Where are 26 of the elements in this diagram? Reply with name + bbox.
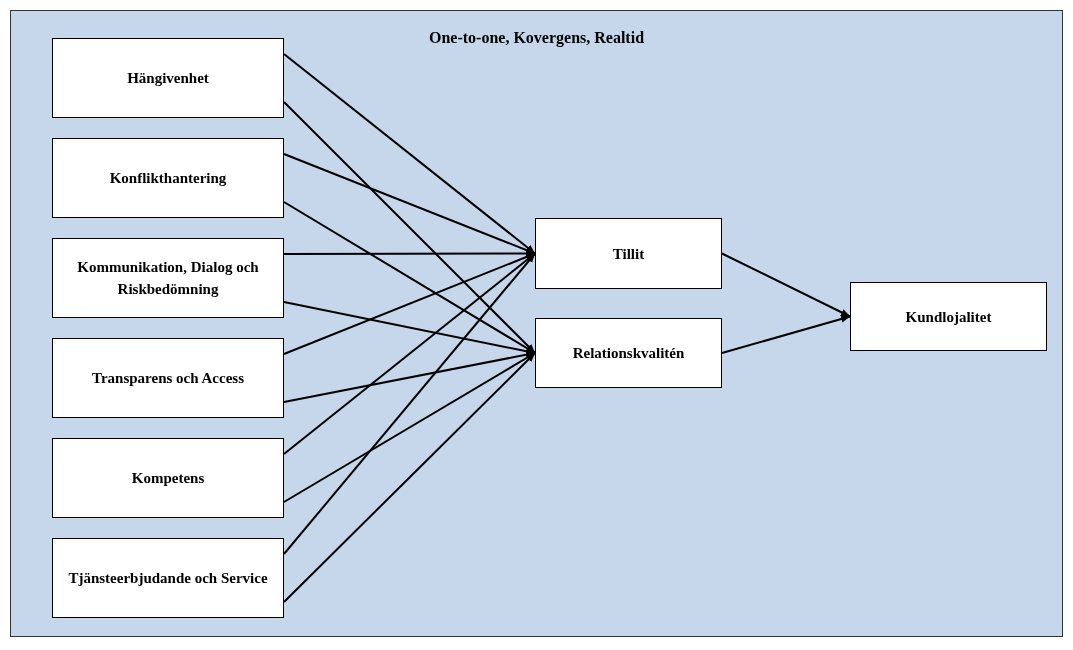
arrow	[721, 315, 851, 354]
concept-box	[52, 438, 284, 518]
concept-box	[850, 282, 1047, 351]
panel-title: One-to-one, Kovergens, Realtid	[427, 28, 646, 49]
box-label: Kompetens	[130, 469, 206, 488]
box-label: Relationskvalitén	[571, 344, 686, 363]
box-label: Kommunikation, Dialog och Riskbedömning	[76, 258, 260, 299]
arrow	[283, 101, 536, 354]
box-label: Konflikthantering	[108, 169, 228, 188]
concept-box	[52, 238, 284, 318]
arrow	[283, 301, 536, 355]
arrow	[283, 352, 536, 603]
box-label: Tillit	[611, 244, 646, 264]
box-label: Hängivenhet	[126, 69, 210, 88]
concept-box	[535, 318, 722, 388]
arrow	[283, 53, 536, 255]
concept-box	[52, 138, 284, 218]
concept-box	[52, 38, 284, 118]
background-panel	[10, 10, 1063, 637]
concept-box	[52, 538, 284, 618]
concept-box	[535, 218, 722, 289]
arrow	[721, 252, 851, 318]
box-label: Transparens och Access	[91, 369, 245, 388]
box-label: Tjänsteerbjudande och Service	[67, 569, 269, 588]
concept-box	[52, 338, 284, 418]
box-label: Kundlojalitet	[904, 307, 993, 327]
